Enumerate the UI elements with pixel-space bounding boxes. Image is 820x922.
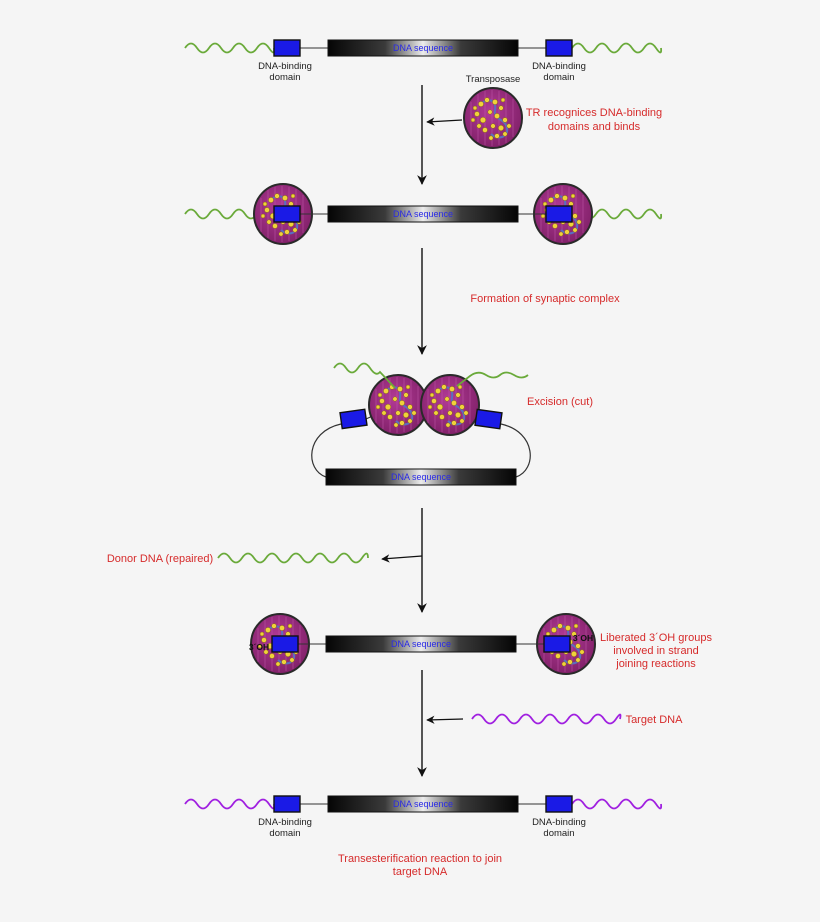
binding-domain-right <box>474 408 503 430</box>
transposon-loop-right <box>500 423 531 478</box>
step-label-donor: Donor DNA (repaired) <box>107 553 213 565</box>
binding-domain-label-right-1: DNA-binding <box>532 817 586 828</box>
dna-sequence-bar <box>325 635 517 653</box>
arrow-step3: Donor DNA (repaired) <box>107 508 427 613</box>
step3-synaptic-complex: DNA sequence Excision (cut) <box>311 362 593 486</box>
binding-domain-label-left-1: DNA-binding <box>258 61 312 72</box>
binding-domain-right <box>545 39 573 57</box>
side-arrow <box>426 715 464 724</box>
step5-integrated: DNA sequence DNA-binding domain DNA-bind… <box>184 795 663 878</box>
dna-sequence-bar <box>327 39 519 57</box>
dna-sequence-label: DNA sequence <box>393 43 453 53</box>
binding-domain-label-left-1: DNA-binding <box>258 817 312 828</box>
step-label-recognize-1: TR recognices DNA-binding <box>526 107 662 119</box>
transposase-label: Transposase <box>466 74 521 85</box>
step-label-target: Target DNA <box>626 714 684 726</box>
step-label-synaptic: Formation of synaptic complex <box>470 293 620 305</box>
step-label-recognize-2: domains and binds <box>548 121 641 133</box>
oh-label-right: 3´OH <box>573 633 593 643</box>
step4-excised-transposon: DNA sequence 3´OH 3´OH Liberated 3´OH gr… <box>249 613 712 675</box>
step1-transposon: DNA sequence DNA-binding domain DNA-bind… <box>184 39 663 83</box>
donor-dna-right <box>456 371 529 387</box>
step2-bound-complex: DNA sequence <box>184 183 663 245</box>
dna-sequence-bar <box>325 468 517 486</box>
binding-domain-left <box>339 408 368 430</box>
dna-sequence-label: DNA sequence <box>391 639 451 649</box>
binding-domain-right <box>545 205 573 223</box>
donor-dna-left <box>184 42 276 54</box>
arrow-step4: Target DNA <box>417 670 684 777</box>
transposon-loop-left <box>311 423 342 478</box>
binding-domain-right <box>545 795 573 813</box>
binding-domain-left <box>273 795 301 813</box>
step-label-liberated-2: involved in strand <box>613 645 699 657</box>
dna-sequence-label: DNA sequence <box>393 209 453 219</box>
binding-domain-left <box>273 39 301 57</box>
step-label-excision: Excision (cut) <box>527 396 593 408</box>
target-dna-left <box>184 798 276 810</box>
side-arrow <box>426 117 463 126</box>
arrow-step2: Formation of synaptic complex <box>417 248 620 355</box>
target-dna-right <box>571 798 663 810</box>
dna-sequence-bar <box>327 205 519 223</box>
arrow-step1: Transposase TR recognices DNA-binding do… <box>417 74 662 185</box>
step-label-transester-2: target DNA <box>393 866 448 878</box>
binding-domain-left <box>273 205 301 223</box>
step-label-transester-1: Transesterification reaction to join <box>338 853 502 865</box>
oh-label-left: 3´OH <box>249 642 269 652</box>
binding-domain-label-right-1: DNA-binding <box>532 61 586 72</box>
binding-domain-left <box>271 635 299 653</box>
transposase-protein <box>463 87 523 149</box>
dna-sequence-bar <box>327 795 519 813</box>
side-arrow <box>381 554 423 563</box>
step-label-liberated-3: joining reactions <box>615 658 696 670</box>
target-dna <box>471 713 622 725</box>
binding-domain-label-left-2: domain <box>269 72 300 83</box>
dna-sequence-label: DNA sequence <box>393 799 453 809</box>
binding-domain-label-left-2: domain <box>269 828 300 839</box>
donor-dna-left <box>333 362 396 389</box>
transposase-protein-right <box>420 374 480 436</box>
binding-domain-right <box>543 635 571 653</box>
transposase-protein-left <box>368 374 428 436</box>
donor-dna-repaired <box>217 552 369 564</box>
binding-domain-label-right-2: domain <box>543 72 574 83</box>
binding-domain-label-right-2: domain <box>543 828 574 839</box>
donor-dna-right <box>571 42 663 54</box>
step-label-liberated-1: Liberated 3´OH groups <box>600 632 712 644</box>
dna-sequence-label: DNA sequence <box>391 472 451 482</box>
